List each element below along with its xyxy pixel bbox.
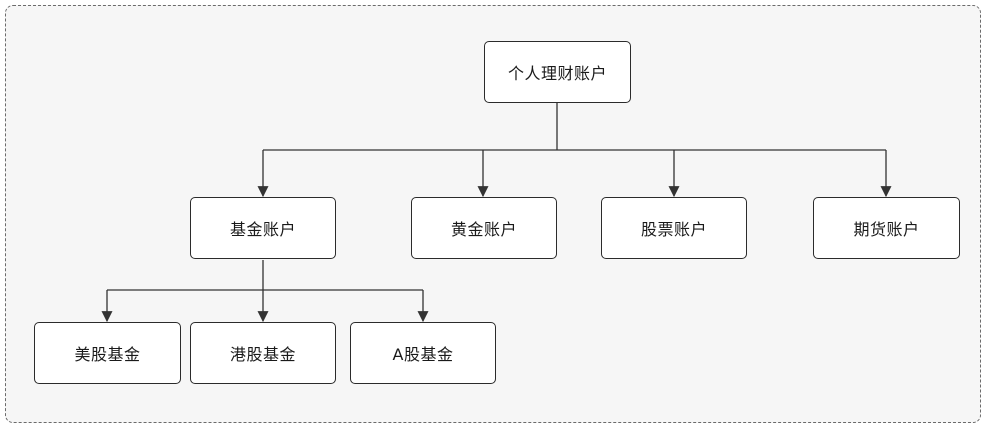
node-fund-account: 基金账户 xyxy=(190,197,336,259)
node-root: 个人理财账户 xyxy=(484,41,631,103)
node-us-stock-fund: 美股基金 xyxy=(34,322,181,384)
node-hk-stock-fund: 港股基金 xyxy=(190,322,336,384)
node-futures-account: 期货账户 xyxy=(813,197,960,259)
node-stock-account: 股票账户 xyxy=(601,197,747,259)
node-gold-account: 黄金账户 xyxy=(411,197,557,259)
node-a-share-fund: A股基金 xyxy=(350,322,496,384)
